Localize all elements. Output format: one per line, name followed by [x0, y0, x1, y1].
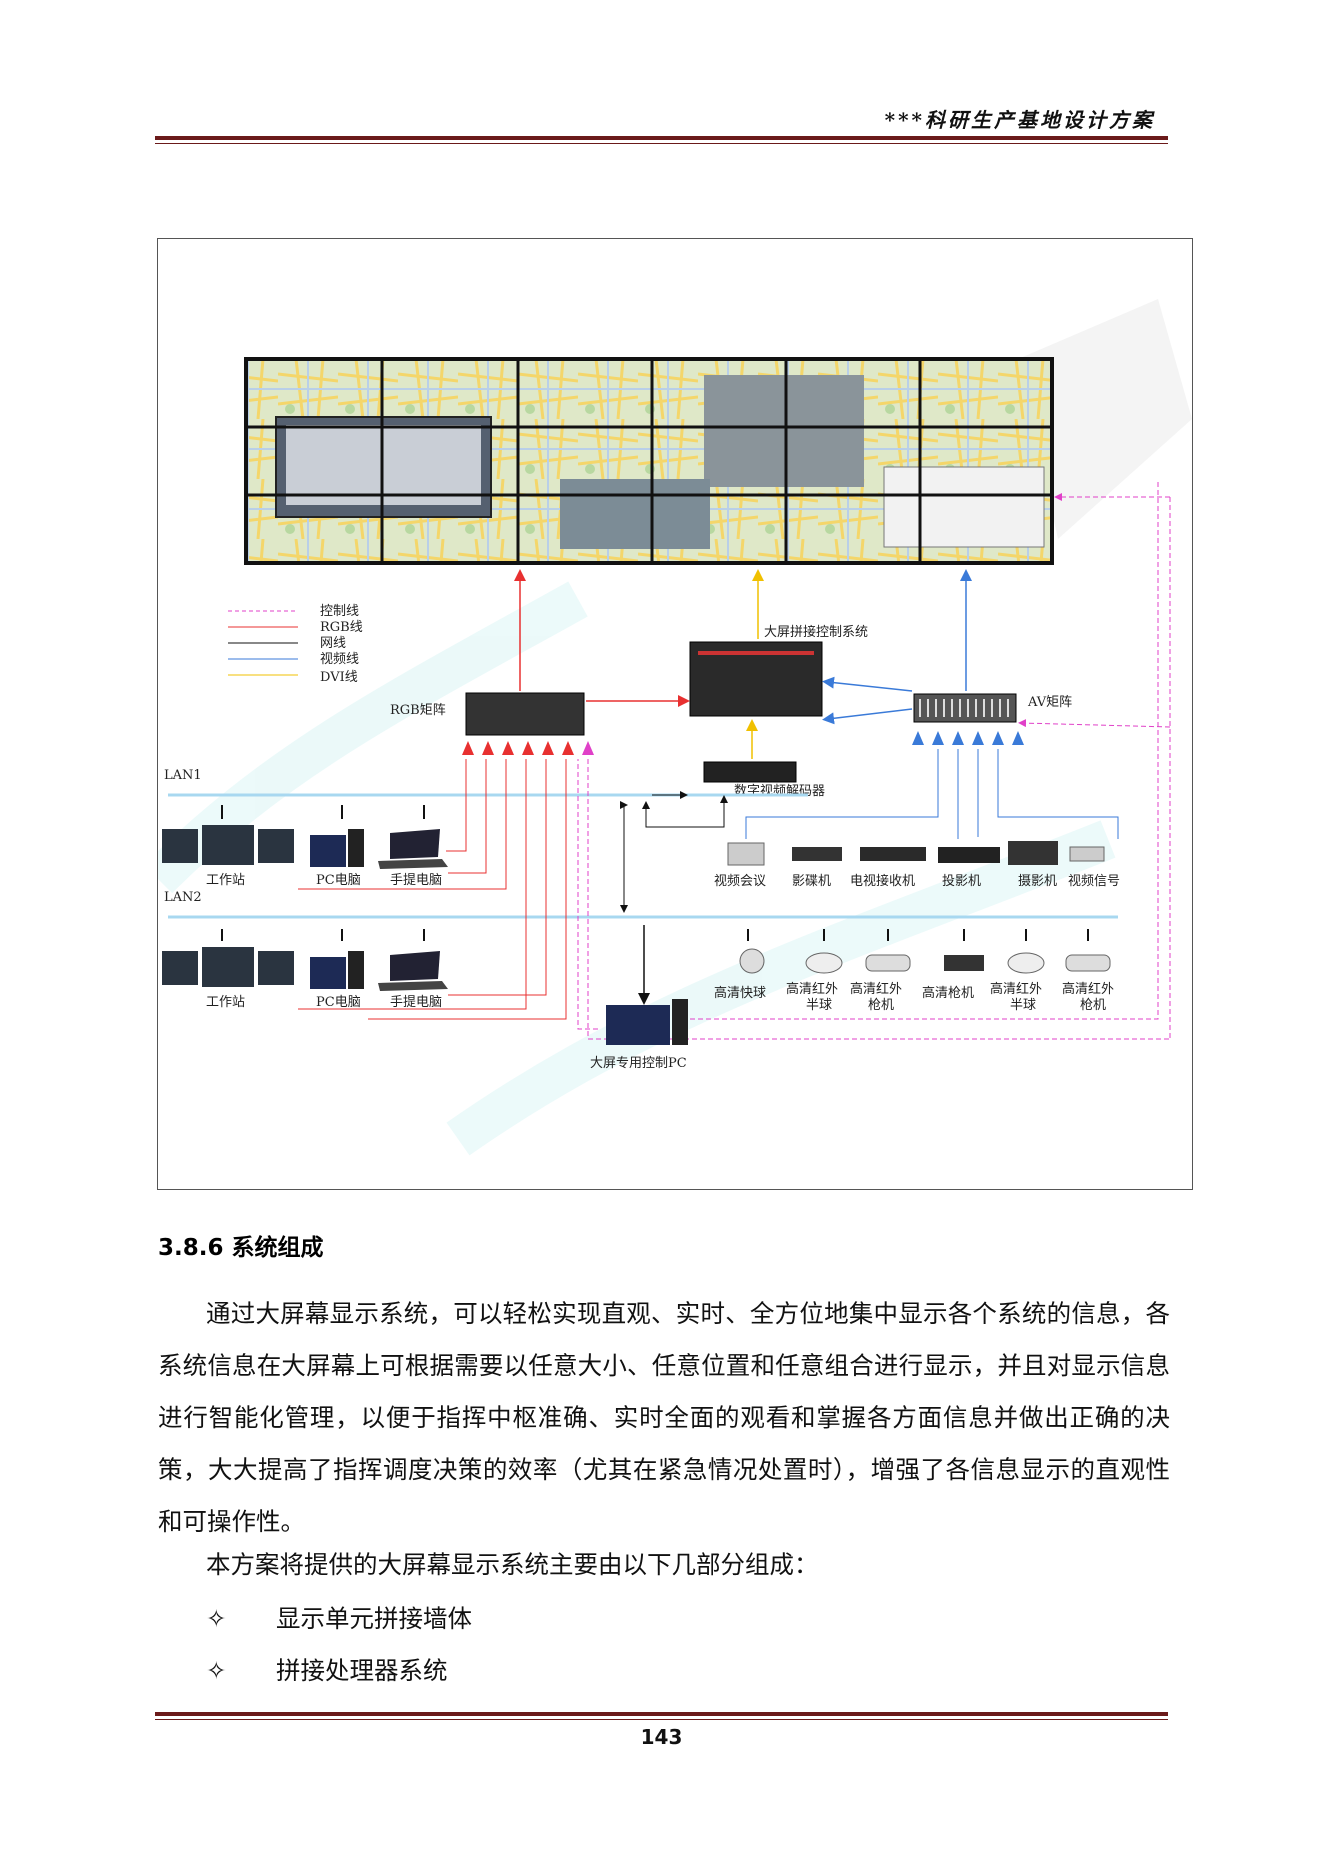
- system-diagram: 控制线 RGB线 网线 视频线 DVI线 大屏拼接控制系统 RGB矩阵 AV矩阵…: [157, 238, 1193, 1190]
- lan1-label: LAN1: [164, 768, 202, 783]
- decoder-label: 数字视频解码器: [734, 784, 825, 799]
- video-conf-label: 视频会议: [714, 874, 766, 889]
- workstation-2-label: 工作站: [206, 995, 245, 1010]
- projector-label: 投影机: [942, 873, 981, 889]
- system-diagram-svg: 控制线 RGB线 网线 视频线 DVI线 大屏拼接控制系统 RGB矩阵 AV矩阵…: [158, 299, 1192, 1156]
- pc-2: PC电脑: [310, 951, 364, 1010]
- pc-1-label: PC电脑: [316, 873, 361, 888]
- legend: 控制线 RGB线 网线 视频线 DVI线: [228, 604, 363, 685]
- bullet-item: ✧ 拼接处理器系统: [206, 1652, 448, 1687]
- rgb-matrix-device: RGB矩阵: [390, 692, 585, 736]
- legend-net: 网线: [320, 636, 346, 651]
- laptop-2-label: 手提电脑: [390, 994, 442, 1010]
- splicer-label: 大屏拼接控制系统: [764, 624, 868, 640]
- page-number: 143: [640, 1725, 683, 1749]
- workstation-1-label: 工作站: [206, 873, 245, 888]
- av-matrix-label: AV矩阵: [1027, 695, 1072, 710]
- cam6-label-a: 高清红外: [1062, 981, 1114, 997]
- laptop-1-label: 手提电脑: [390, 872, 442, 888]
- legend-control: 控制线: [320, 604, 359, 619]
- workstation-2: 工作站: [162, 947, 294, 1010]
- cam5-label-b: 半球: [1010, 998, 1036, 1013]
- laptop-2: 手提电脑: [378, 951, 448, 1010]
- av-matrix-device: AV矩阵: [913, 693, 1072, 723]
- laptop-1: 手提电脑: [378, 829, 448, 888]
- header-rule-thin: [155, 143, 1168, 144]
- body-paragraph: 通过大屏幕显示系统，可以轻松实现直观、实时、全方位地集中显示各个系统的信息，各系…: [158, 1299, 1170, 1536]
- cam4-label: 高清枪机: [922, 985, 974, 1001]
- workstation-1: 工作站: [162, 825, 294, 888]
- legend-video: 视频线: [320, 652, 359, 667]
- cameras: 高清快球 高清红外 半球 高清红外 枪机 高清枪机 高清红外 半球 高清红外 枪…: [714, 929, 1114, 1013]
- header-title: ***科研生产基地设计方案: [884, 108, 1155, 132]
- control-pc: 大屏专用控制PC: [590, 999, 688, 1071]
- decoder-device: 数字视频解码器: [703, 761, 825, 799]
- cam3-label-a: 高清红外: [850, 981, 902, 997]
- bullet-symbol: ✧: [206, 1656, 227, 1685]
- cam1-label: 高清快球: [714, 985, 766, 1001]
- rgb-matrix-label: RGB矩阵: [390, 703, 446, 718]
- cam2-label-b: 半球: [806, 998, 832, 1013]
- video-signal-label: 视频信号: [1068, 874, 1120, 889]
- cam3-label-b: 枪机: [868, 997, 894, 1013]
- cam6-label-b: 枪机: [1080, 997, 1106, 1013]
- cam5-label-a: 高清红外: [990, 981, 1042, 997]
- pc-2-label: PC电脑: [316, 995, 361, 1010]
- legend-rgb: RGB线: [320, 620, 363, 635]
- footer-rule-thin: [155, 1719, 1168, 1720]
- camcorder-label: 摄影机: [1018, 874, 1057, 889]
- bullet-text: 拼接处理器系统: [276, 1656, 448, 1685]
- bullet-item: ✧ 显示单元拼接墙体: [206, 1600, 472, 1635]
- bullet-symbol: ✧: [206, 1604, 227, 1633]
- splicer-device: 大屏拼接控制系统: [689, 624, 868, 717]
- cam2-label-a: 高清红外: [786, 981, 838, 997]
- pc-1: PC电脑: [310, 829, 364, 888]
- av-sources: 视频会议 影碟机 电视接收机 投影机 摄影机 视频信号: [714, 841, 1120, 889]
- control-pc-label: 大屏专用控制PC: [590, 1056, 687, 1071]
- legend-dvi: DVI线: [320, 670, 358, 685]
- dvd-label: 影碟机: [792, 874, 831, 889]
- bullet-text: 显示单元拼接墙体: [276, 1604, 472, 1633]
- tv-receiver-label: 电视接收机: [850, 873, 915, 889]
- lan2-label: LAN2: [164, 890, 202, 905]
- footer-rule: [155, 1712, 1168, 1716]
- section-heading: 3.8.6 系统组成: [158, 1235, 324, 1261]
- intro-paragraph: 本方案将提供的大屏幕显示系统主要由以下几部分组成：: [206, 1550, 819, 1579]
- video-wall: [244, 357, 1054, 565]
- header-rule: [155, 136, 1168, 140]
